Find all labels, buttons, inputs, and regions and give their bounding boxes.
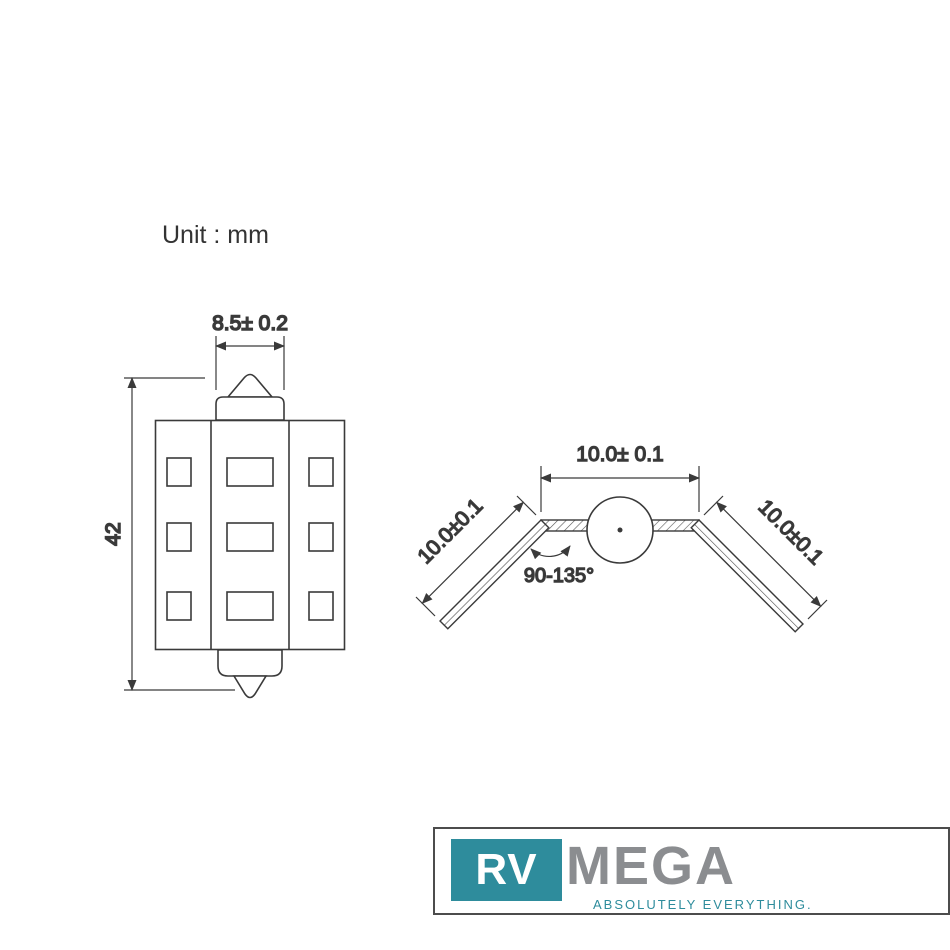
led-pad bbox=[226, 457, 274, 487]
led-pad bbox=[308, 591, 334, 621]
logo-tagline: ABSOLUTELY EVERYTHING. bbox=[593, 897, 813, 912]
logo-mega-text: MEGA bbox=[566, 836, 736, 896]
profile-right-dimension-label: 10.0±0.1 bbox=[754, 495, 828, 569]
profile-view-drawing: 10.0± 0.1 10.0±0.1 10.0±0.1 90-135° bbox=[413, 442, 828, 633]
front-height-dimension bbox=[124, 377, 235, 691]
logo-rv-block: RV bbox=[451, 839, 562, 901]
led-pad bbox=[226, 522, 274, 552]
profile-right-dimension bbox=[703, 495, 828, 620]
led-pad bbox=[166, 591, 192, 621]
unit-label: Unit : mm bbox=[162, 221, 269, 249]
angle-dimension-label: 90-135° bbox=[524, 565, 594, 587]
brand-logo: RV MEGA ABSOLUTELY EVERYTHING. bbox=[433, 827, 950, 915]
led-pad bbox=[226, 591, 274, 621]
angle-arc bbox=[530, 545, 571, 560]
bulb-bottom-cap bbox=[217, 649, 283, 699]
led-pads bbox=[166, 457, 334, 621]
bulb-top-cap bbox=[215, 373, 285, 421]
front-width-dimension bbox=[215, 336, 285, 390]
led-pad bbox=[166, 522, 192, 552]
led-pad bbox=[308, 522, 334, 552]
led-pad bbox=[308, 457, 334, 487]
profile-left-dimension bbox=[415, 495, 537, 617]
profile-left-dimension-label: 10.0±0.1 bbox=[413, 494, 487, 568]
front-width-dimension-label: 8.5± 0.2 bbox=[212, 312, 288, 335]
front-view-drawing: 8.5± 0.2 42 bbox=[101, 311, 346, 699]
profile-top-dimension-label: 10.0± 0.1 bbox=[576, 443, 663, 466]
center-dot bbox=[617, 527, 623, 533]
profile-top-dimension bbox=[540, 466, 700, 512]
led-pad bbox=[166, 457, 192, 487]
front-height-dimension-label: 42 bbox=[102, 522, 125, 545]
